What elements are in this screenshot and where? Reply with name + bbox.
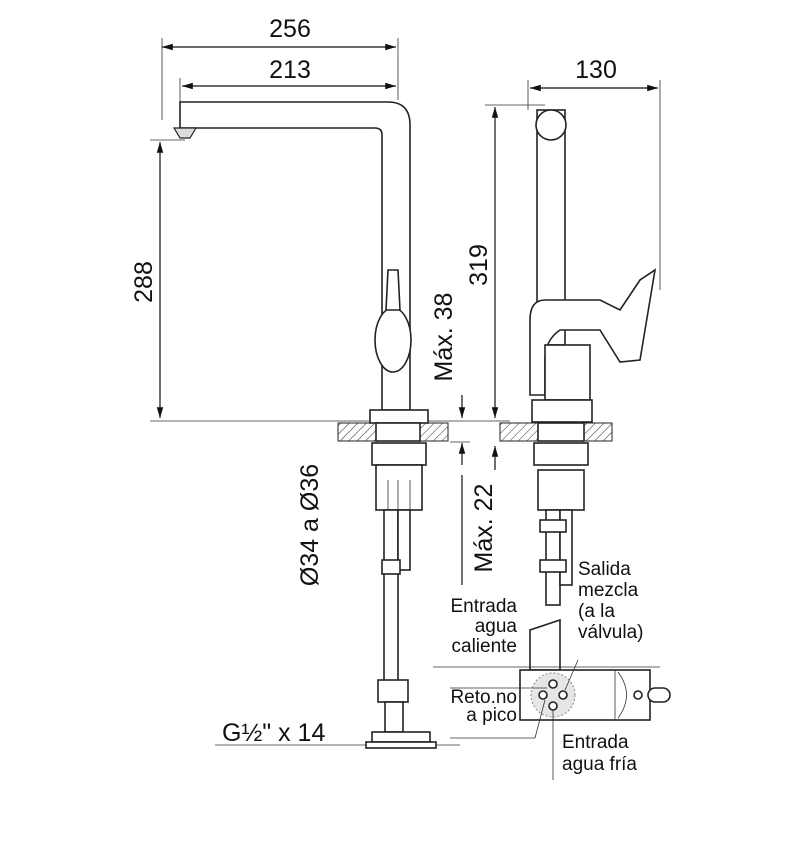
label-line: Salida [578, 559, 631, 580]
label-line: Entrada [562, 732, 629, 753]
label-line: Reto.no [450, 687, 517, 708]
dim-max-38: Máx. 38 [430, 293, 458, 382]
label-outlet: Salida mezcla (a la válvula) [578, 559, 643, 643]
dim-288: 288 [130, 261, 158, 303]
label-return: Reto.no a pico [450, 687, 517, 726]
valve-detail [433, 618, 671, 780]
faucet-side-view [499, 109, 657, 606]
label-line: válvula) [578, 622, 643, 643]
label-line: (a la [578, 601, 615, 622]
dim-130: 130 [575, 56, 617, 84]
label-line: mezcla [578, 580, 639, 601]
label-line: a pico [466, 705, 517, 726]
label-line: Entrada [450, 596, 517, 617]
label-line: agua fría [562, 754, 637, 775]
dim-max-22: Máx. 22 [470, 484, 498, 573]
label-line: caliente [452, 636, 518, 657]
dim-256: 256 [269, 15, 311, 43]
dim-diameter: Ø34 a Ø36 [296, 464, 324, 586]
label-hot-inlet: Entrada agua caliente [450, 596, 517, 657]
label-line: agua [475, 616, 518, 637]
dim-thread: G½" x 14 [222, 719, 325, 747]
label-cold-inlet: Entrada agua fría [562, 732, 637, 775]
dimension-lines [150, 38, 661, 746]
faucet-front-view [172, 101, 449, 749]
dim-319: 319 [465, 244, 493, 286]
dim-213: 213 [269, 56, 311, 84]
